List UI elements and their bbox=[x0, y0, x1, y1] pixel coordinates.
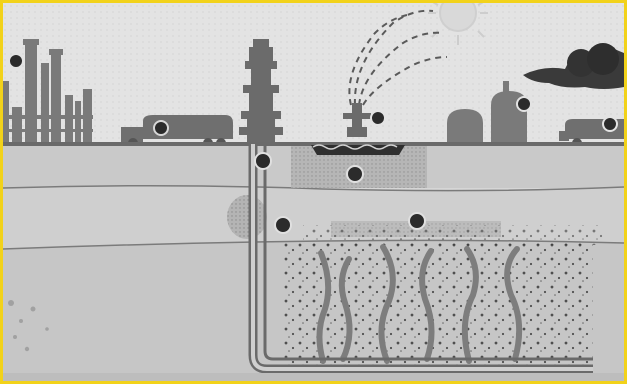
leak-zone bbox=[227, 195, 267, 239]
marker-dot-icon bbox=[275, 217, 291, 233]
marker-dot-icon bbox=[603, 117, 617, 131]
marker-dot-icon bbox=[371, 111, 385, 125]
marker-dot-icon bbox=[9, 54, 23, 68]
marker-dot-icon bbox=[409, 213, 425, 229]
marker-dot-icon bbox=[154, 121, 168, 135]
marker-dot-icon bbox=[347, 166, 363, 182]
fracking-scene bbox=[3, 3, 624, 381]
marker-dot-icon bbox=[517, 97, 531, 111]
fracking-diagram bbox=[3, 3, 624, 381]
marker-dot-icon bbox=[255, 153, 271, 169]
